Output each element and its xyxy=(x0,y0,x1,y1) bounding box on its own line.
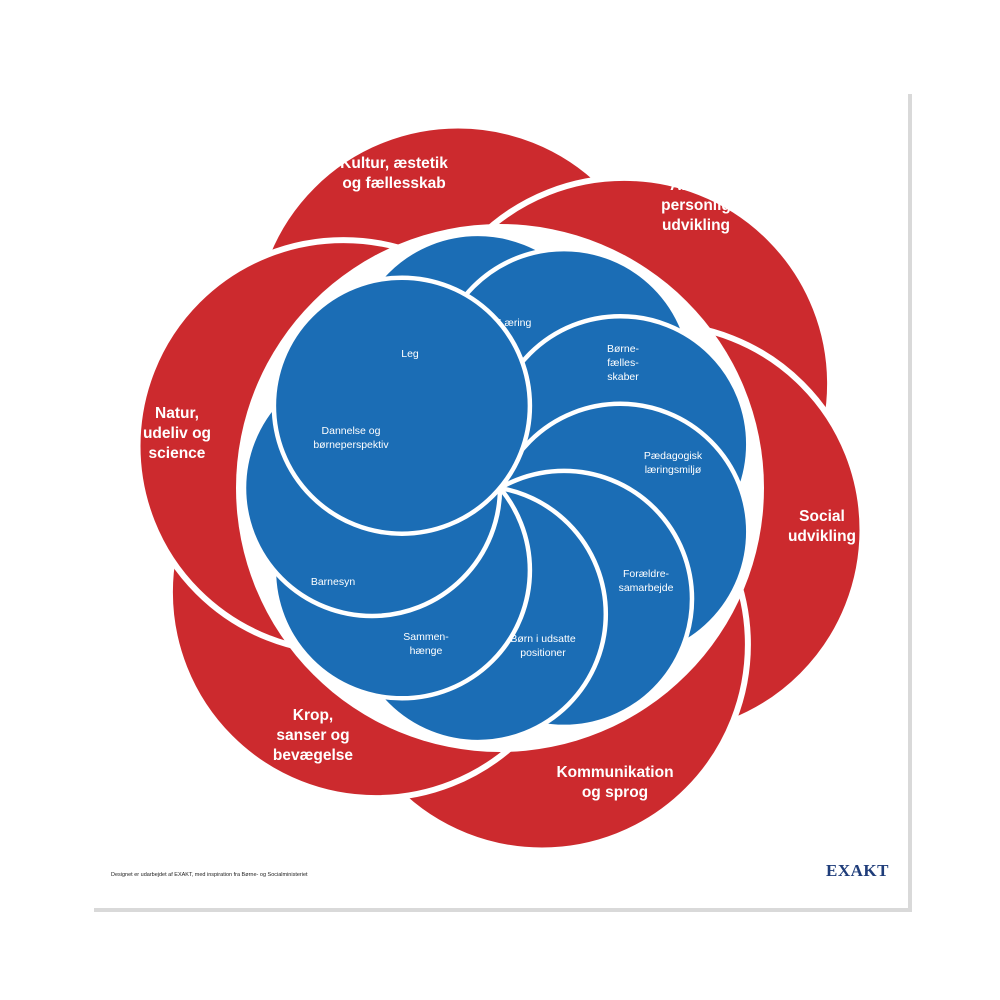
outer-label-line: bevægelse xyxy=(273,747,354,764)
outer-label-line: udvikling xyxy=(788,528,856,545)
inner-label-line: hænge xyxy=(410,645,443,657)
outer-label-krop-sanser-og-bevaegelse: Krop, sanser og bevægelse xyxy=(273,707,354,764)
outer-label-line: udeliv og xyxy=(143,425,211,442)
inner-petal-leg xyxy=(271,275,533,536)
inner-petal-pinwheel xyxy=(241,231,751,745)
outer-label-line: sanser og xyxy=(276,727,349,744)
outer-label-social-udvikling: Social udvikling xyxy=(788,508,856,545)
inner-label-paedagogisk-laeringsmiljo: Pædagogisk læringsmiljø xyxy=(644,450,703,476)
inner-label-line: Læring xyxy=(499,317,532,329)
outer-label-line: og sprog xyxy=(582,784,648,801)
inner-label-line: Sammen- xyxy=(403,631,449,643)
outer-labels: Kultur, æstetik og fællesskab Alsidig perso… xyxy=(143,155,856,801)
inner-label-dannelse-og-borneperspektiv: Dannelse og børneperspektiv xyxy=(313,425,389,451)
outer-label-line: Natur, xyxy=(155,405,199,422)
inner-label-barnesyn: Barnesyn xyxy=(311,576,356,588)
outer-label-line: Kommunikation xyxy=(556,764,673,781)
outer-label-line: og fællesskab xyxy=(342,175,445,192)
outer-label-kultur-aestetik-og-faellesskab: Kultur, æstetik og fællesskab xyxy=(340,155,448,192)
inner-label-line: læringsmiljø xyxy=(645,464,702,476)
credit-text: Designet er udarbejdet af EXAKT, med ins… xyxy=(111,872,308,878)
exakt-logo: EXAKT xyxy=(826,861,889,880)
inner-label-sammen-haenge: Sammen-hænge xyxy=(403,631,449,657)
outer-label-line: Alsidig xyxy=(670,177,722,194)
inner-label-line: Forældre- xyxy=(623,568,670,580)
inner-label-foraeldre-samarbejde: Forældre-samarbejde xyxy=(619,568,674,594)
inner-label-line: børneperspektiv xyxy=(313,439,389,451)
inner-label-line: Leg xyxy=(401,348,419,360)
outer-label-alsidig-personlig-udvikling: Alsidig personlig udvikling xyxy=(661,177,731,234)
inner-label-line: Barnesyn xyxy=(311,576,356,588)
inner-label-line: Børne- xyxy=(607,343,640,355)
inner-label-born-i-udsatte-positioner: Børn i udsatte positioner xyxy=(510,633,576,659)
outer-label-line: Social xyxy=(799,508,845,525)
inner-label-line: fælles- xyxy=(607,357,639,369)
outer-label-line: personlig xyxy=(661,197,731,214)
inner-label-line: samarbejde xyxy=(619,582,674,594)
outer-label-line: udvikling xyxy=(662,217,730,234)
outer-label-line: Krop, xyxy=(293,707,333,724)
outer-label-line: Kultur, æstetik xyxy=(340,155,448,172)
inner-label-leg: Leg xyxy=(401,348,419,360)
inner-label-line: Dannelse og xyxy=(322,425,381,437)
inner-label-borne-faelles-skaber: Børne-fælles-skaber xyxy=(607,343,640,383)
inner-label-line: skaber xyxy=(607,371,639,383)
inner-label-line: Pædagogisk xyxy=(644,450,703,462)
inner-label-line: Børn i udsatte xyxy=(510,633,576,645)
outer-label-natur-udeliv-og-science: Natur, udeliv og science xyxy=(143,405,211,462)
outer-label-kommunikation-og-sprog: Kommunikation og sprog xyxy=(556,764,673,801)
outer-label-line: science xyxy=(149,445,206,462)
inner-label-laering: Læring xyxy=(499,317,532,329)
inner-label-line: positioner xyxy=(520,647,566,659)
